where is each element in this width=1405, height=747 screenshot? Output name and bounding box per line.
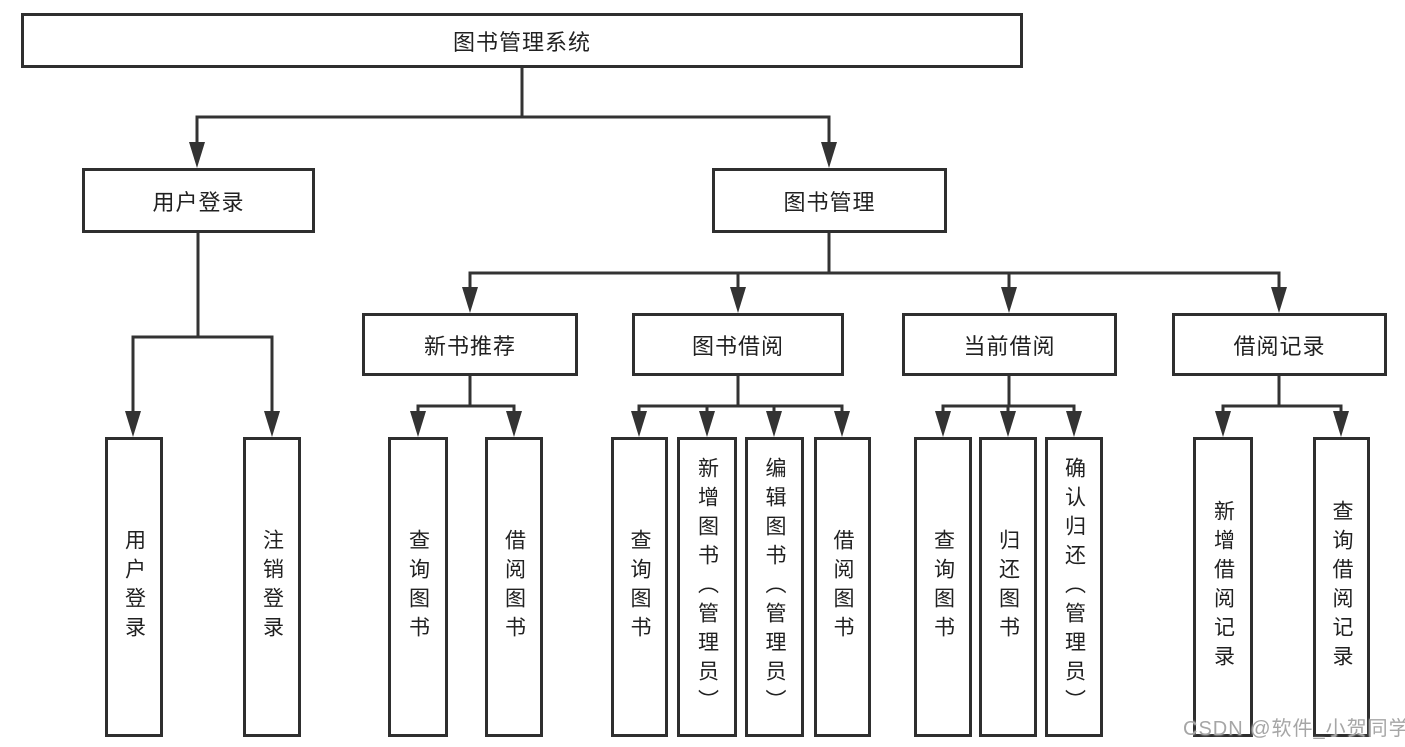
arrowhead-icon: [1215, 411, 1231, 437]
node-book-borrow: 图书借阅: [632, 313, 844, 376]
node-label: 新增借阅记录: [1211, 500, 1235, 674]
node-label: 图书借阅: [691, 333, 784, 359]
connector-new-book-branch: [410, 374, 522, 437]
leaf-query-book-borrow: 查询图书: [611, 437, 668, 737]
arrowhead-icon: [766, 411, 782, 437]
node-label: 借阅图书: [502, 529, 526, 645]
node-root-system: 图书管理系统: [21, 13, 1023, 68]
arrowhead-icon: [821, 142, 837, 168]
arrowhead-icon: [410, 411, 426, 437]
node-borrow-record: 借阅记录: [1172, 313, 1387, 376]
leaf-logout: 注销登录: [243, 437, 301, 737]
arrowhead-icon: [264, 411, 280, 437]
arrowhead-icon: [189, 142, 205, 168]
node-label: 归还图书: [996, 529, 1020, 645]
node-label: 查询图书: [628, 529, 651, 645]
node-label: 图书管理系统: [452, 29, 591, 55]
node-label: 查询借阅记录: [1330, 500, 1353, 674]
leaf-return-book: 归还图书: [979, 437, 1037, 737]
arrowhead-icon: [935, 411, 951, 437]
arrowhead-icon: [125, 411, 141, 437]
leaf-query-book-recommend: 查询图书: [388, 437, 448, 737]
node-label: 确认归还（管理员）: [1062, 456, 1086, 718]
connector-book-management-branch: [462, 231, 1287, 313]
leaf-borrow-book-recommend: 借阅图书: [485, 437, 543, 737]
connector-borrow-record-branch: [1215, 374, 1349, 437]
node-label: 新书推荐: [423, 333, 516, 359]
node-label: 借阅记录: [1233, 333, 1326, 359]
node-label: 编辑图书（管理员）: [763, 456, 786, 718]
arrowhead-icon: [1333, 411, 1349, 437]
csdn-watermark: CSDN @软件_小贺同学: [1183, 718, 1405, 740]
arrowhead-icon: [631, 411, 647, 437]
node-label: 查询图书: [931, 529, 955, 645]
leaf-user-login: 用户登录: [105, 437, 163, 737]
arrowhead-icon: [699, 411, 715, 437]
connector-user-login-branch: [125, 231, 280, 437]
leaf-query-borrow-record: 查询借阅记录: [1313, 437, 1370, 737]
node-new-book-recommend: 新书推荐: [362, 313, 578, 376]
leaf-borrow-book: 借阅图书: [814, 437, 871, 737]
connector-book-borrow-branch: [631, 374, 850, 437]
node-label: 当前借阅: [963, 333, 1056, 359]
leaf-add-book-admin: 新增图书（管理员）: [677, 437, 737, 737]
arrowhead-icon: [1000, 411, 1016, 437]
node-label: 注销登录: [260, 529, 284, 645]
arrowhead-icon: [1001, 287, 1017, 313]
connector-root-to-level2: [189, 66, 837, 168]
node-user-login: 用户登录: [82, 168, 315, 233]
node-label: 用户登录: [122, 529, 146, 645]
node-label: 图书管理: [783, 189, 876, 215]
leaf-query-book-current: 查询图书: [914, 437, 972, 737]
node-label: 新增图书（管理员）: [695, 456, 719, 718]
arrowhead-icon: [1271, 287, 1287, 313]
connector-current-borrow-branch: [935, 374, 1082, 437]
node-book-management: 图书管理: [712, 168, 947, 233]
leaf-confirm-return-admin: 确认归还（管理员）: [1045, 437, 1103, 737]
arrowhead-icon: [462, 287, 478, 313]
arrowhead-icon: [834, 411, 850, 437]
node-current-borrow: 当前借阅: [902, 313, 1117, 376]
node-label: 用户登录: [152, 189, 245, 215]
arrowhead-icon: [730, 287, 746, 313]
leaf-edit-book-admin: 编辑图书（管理员）: [745, 437, 804, 737]
leaf-add-borrow-record: 新增借阅记录: [1193, 437, 1253, 737]
node-label: 查询图书: [406, 529, 430, 645]
arrowhead-icon: [1066, 411, 1082, 437]
arrowhead-icon: [506, 411, 522, 437]
node-label: 借阅图书: [831, 529, 854, 645]
